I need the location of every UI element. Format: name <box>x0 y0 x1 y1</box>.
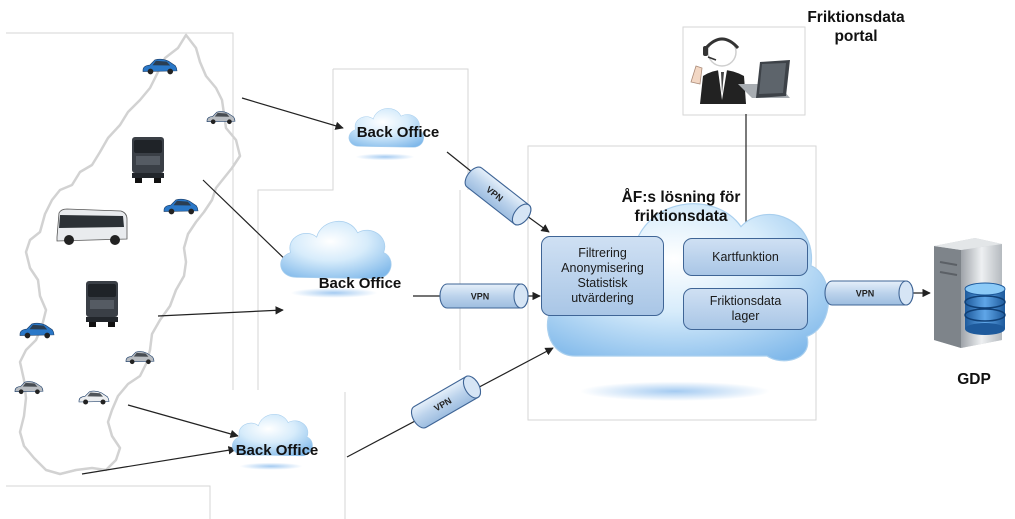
vpn-label: VPN <box>856 289 875 299</box>
processing-line4: utvärdering <box>571 291 634 305</box>
vehicle-car-7 <box>19 322 55 339</box>
vehicle-truck-3 <box>132 137 164 183</box>
vpn-tunnel-bottom: VPN <box>410 375 482 429</box>
storage-box: Friktionsdata lager <box>683 288 808 330</box>
processing-box: Filtrering Anonymisering Statistisk utvä… <box>541 236 664 316</box>
vehicle-car-1 <box>142 58 178 75</box>
vehicle-truck-6 <box>86 281 118 327</box>
portal-title-line2: portal <box>834 28 878 45</box>
back-office-cloud-top <box>348 108 424 161</box>
arrow-sedan-to-backoffice-bottom <box>127 404 239 438</box>
vehicle-suv-2 <box>206 111 236 125</box>
portal-title: Friktionsdata portal <box>786 8 926 46</box>
back-office-label-top: Back Office <box>356 124 440 141</box>
vehicles <box>14 58 236 405</box>
vpn-tunnel-right: VPN <box>824 280 914 306</box>
processing-line1: Filtrering <box>578 246 627 260</box>
portal-title-line1: Friktionsdata <box>807 9 905 26</box>
arrow-suv-to-backoffice-top <box>241 97 344 130</box>
vehicle-suv-9 <box>14 381 44 395</box>
portal-user-illustration <box>690 36 798 108</box>
storage-line1: Friktionsdata <box>709 294 782 308</box>
arrow-map-to-backoffice-mid <box>157 306 284 317</box>
gdp-server-icon <box>934 238 1006 348</box>
arrow-vpn-top-to-solution <box>526 215 550 233</box>
processing-line2: Anonymisering <box>561 261 644 275</box>
back-office-cloud-mid <box>280 220 392 298</box>
back-office-cloud-bottom <box>232 414 313 470</box>
arrow-map-to-backoffice-bottom <box>81 446 237 475</box>
vehicle-car-4 <box>163 198 199 215</box>
vpn-label: VPN <box>471 292 490 302</box>
gdp-label: GDP <box>957 371 991 388</box>
back-office-label-bottom: Back Office <box>235 442 319 459</box>
af-solution-title-line1: ÅF:s lösning för <box>621 189 741 206</box>
vehicle-sedan-10 <box>78 390 110 405</box>
map-function-label: Kartfunktion <box>712 249 779 264</box>
processing-line3: Statistisk <box>577 276 628 290</box>
af-solution-title-line2: friktionsdata <box>634 208 728 225</box>
af-solution-title: ÅF:s lösning för friktionsdata <box>596 188 766 226</box>
map-function-box: Kartfunktion <box>683 238 808 276</box>
vpn-tunnel-top: VPN <box>464 166 532 226</box>
back-office-label-mid: Back Office <box>318 275 402 292</box>
vehicle-bus-5 <box>56 208 128 245</box>
arrow-truck-to-backoffice-mid <box>202 179 294 268</box>
storage-line2: lager <box>731 309 760 323</box>
vehicle-suv-8 <box>125 351 155 365</box>
connector-backoffice-top-to-vpn <box>446 151 473 173</box>
background-panels <box>6 26 817 519</box>
sweden-map-outline <box>18 33 242 476</box>
vpn-tunnel-mid: VPN <box>439 283 529 309</box>
